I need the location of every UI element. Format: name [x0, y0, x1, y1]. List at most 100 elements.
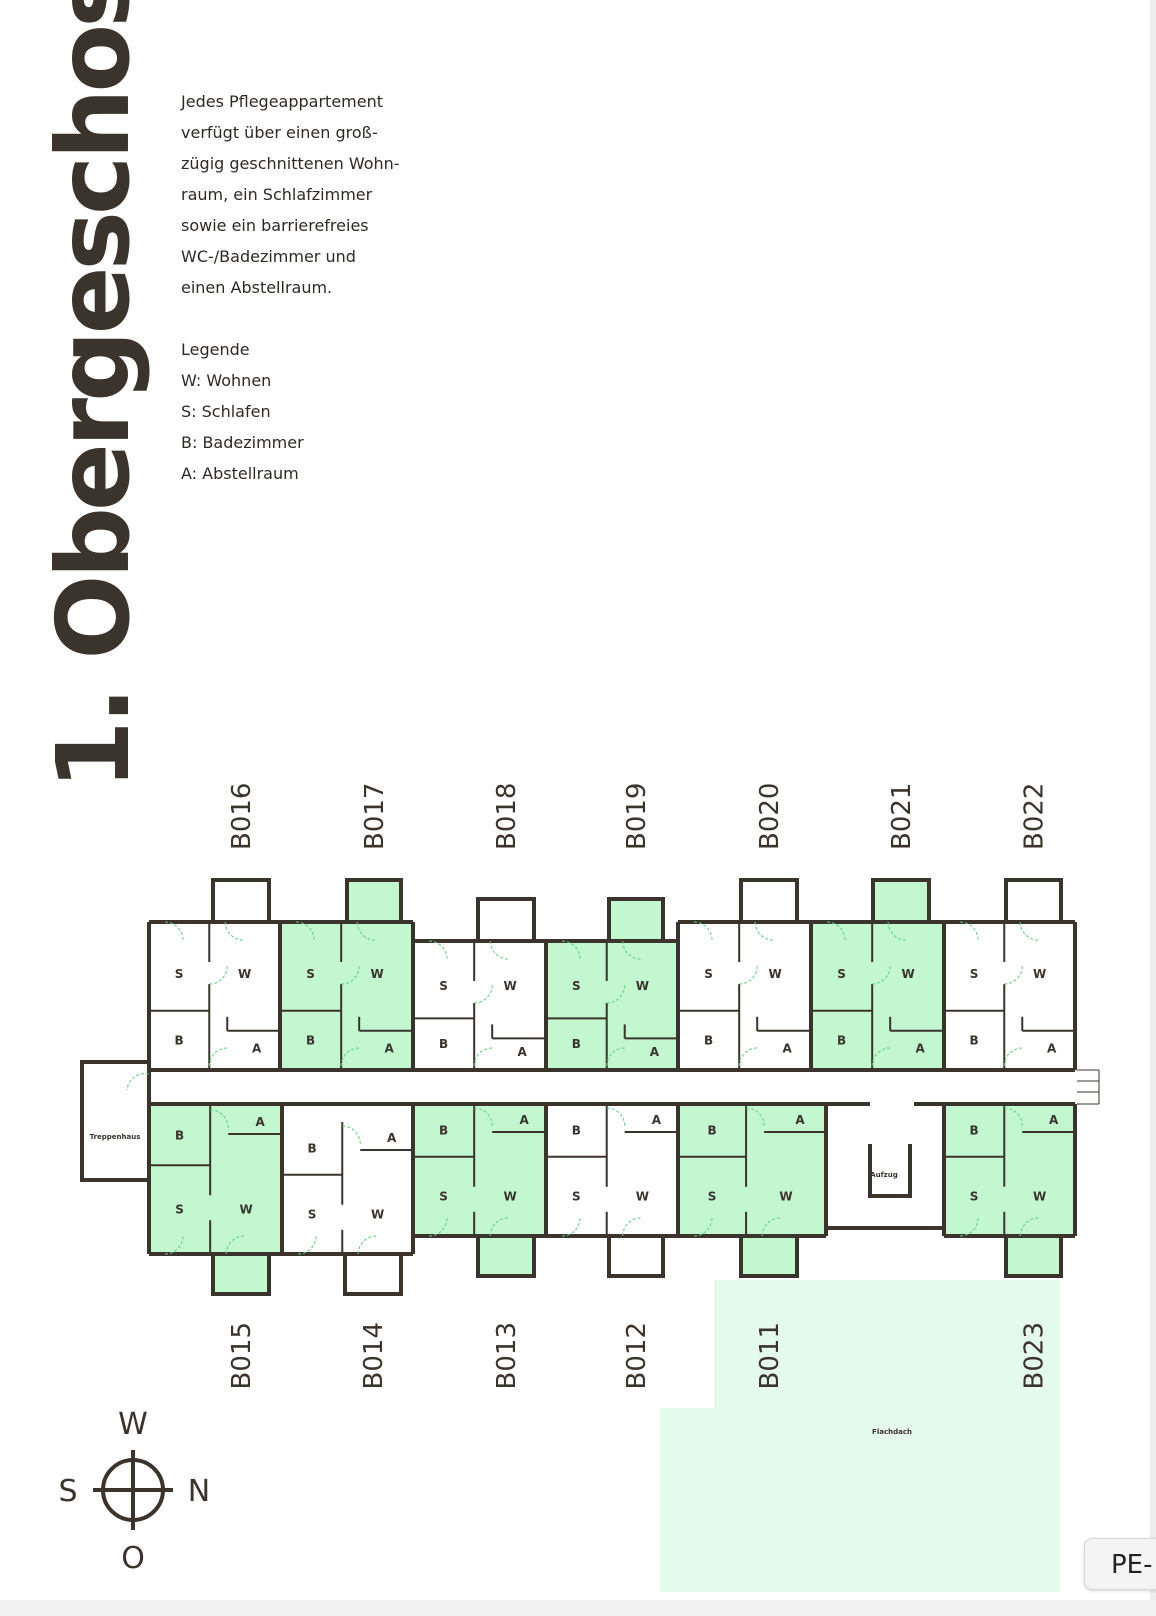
- unit-label-bottom: B014: [359, 1322, 389, 1389]
- balcony-wall: [476, 1234, 536, 1278]
- balcony-wall: [739, 878, 799, 924]
- room-label-abstell: A: [255, 1115, 265, 1129]
- unit-label-bottom: B015: [227, 1322, 257, 1389]
- door-swing: [887, 921, 907, 941]
- door-swing: [428, 940, 448, 960]
- balcony-wall: [211, 878, 271, 924]
- room-label-schlafen: S: [439, 979, 448, 993]
- balcony-wall: [476, 897, 536, 943]
- elevator-label: Aufzug: [870, 1171, 898, 1179]
- description-line: einen Abstellraum.: [181, 278, 333, 297]
- room-label-wohnen: W: [636, 979, 649, 993]
- room-label-bad: B: [970, 1033, 979, 1047]
- room-label-abstell: A: [782, 1041, 792, 1055]
- door-swing: [561, 940, 581, 960]
- balcony-wall: [345, 878, 403, 924]
- unit-label-top: B018: [492, 783, 522, 850]
- unit-label-top: B019: [622, 783, 652, 850]
- room-label-wohnen: W: [779, 1189, 792, 1203]
- compass-south: S: [58, 1474, 77, 1509]
- door-swing: [738, 1047, 758, 1067]
- door-swing: [489, 1217, 509, 1237]
- legend: Legende W: Wohnen S: Schlafen B: Badezim…: [181, 334, 304, 489]
- door-swing: [357, 1235, 377, 1255]
- description-line: Jedes Pflegeappartement: [181, 92, 384, 111]
- balcony-wall: [1004, 1234, 1063, 1278]
- door-swing: [428, 1217, 448, 1237]
- door-swing: [622, 940, 641, 960]
- door-swing: [1019, 921, 1039, 941]
- door-swing: [474, 984, 493, 1004]
- room-label-schlafen: S: [175, 1203, 184, 1217]
- pe-badge[interactable]: PE-: [1084, 1538, 1156, 1590]
- unit-label-top: B021: [887, 783, 917, 850]
- room-label-abstell: A: [650, 1045, 660, 1059]
- door-swing: [295, 921, 315, 941]
- door-swing: [164, 921, 184, 941]
- door-swing: [872, 965, 891, 985]
- room-label-schlafen: S: [175, 967, 184, 981]
- door-swing: [959, 1217, 979, 1237]
- door-swing: [1003, 1047, 1023, 1067]
- unit-fill: [149, 1106, 282, 1254]
- room-label-wohnen: W: [371, 1207, 384, 1221]
- balcony-wall: [1004, 878, 1063, 924]
- room-label-wohnen: W: [901, 967, 914, 981]
- unit-label-top: B022: [1020, 783, 1050, 850]
- unit-fills: [149, 880, 1075, 1294]
- door-swing: [225, 1235, 245, 1255]
- door-swing: [1004, 1107, 1023, 1127]
- compass-east: O: [121, 1541, 145, 1576]
- room-label-bad: B: [970, 1123, 979, 1137]
- roof-label: Flachdach: [872, 1428, 912, 1436]
- balcony-wall: [739, 1234, 799, 1278]
- door-swing: [1019, 1217, 1039, 1237]
- bottom-bar: [0, 1600, 1156, 1616]
- room-label-bad: B: [707, 1123, 716, 1137]
- unit-label-top: B017: [360, 783, 390, 850]
- door-swing: [474, 1107, 493, 1127]
- description-line: verfügt über einen groß-: [181, 123, 378, 142]
- room-label-schlafen: S: [708, 1189, 717, 1203]
- room-label-schlafen: S: [306, 967, 315, 981]
- room-label-wohnen: W: [503, 979, 516, 993]
- unit-label-bottom: B011: [755, 1322, 785, 1389]
- door-swing: [473, 1047, 493, 1067]
- door-swing: [208, 1047, 228, 1067]
- room-label-abstell: A: [1047, 1041, 1057, 1055]
- door-swing: [164, 1235, 184, 1255]
- door-swing: [693, 1217, 713, 1237]
- stairwell-wall: [80, 1060, 151, 1182]
- room-label-bad: B: [175, 1033, 184, 1047]
- unit-fill: [678, 1104, 826, 1236]
- unit-fill: [413, 1104, 546, 1236]
- door-swing: [342, 1125, 361, 1145]
- room-label-bad: B: [572, 1123, 581, 1137]
- door-swing: [1004, 965, 1023, 985]
- elevator-shaft: [868, 1144, 912, 1198]
- balcony-fill: [347, 880, 401, 922]
- room-label-abstell: A: [795, 1113, 805, 1127]
- room-label-schlafen: S: [308, 1207, 317, 1221]
- door-swing: [341, 965, 360, 985]
- door-swing: [210, 1109, 229, 1129]
- door-swing: [826, 921, 846, 941]
- door-swing: [871, 1047, 891, 1067]
- description-line: sowie ein barrierefreies: [181, 216, 369, 235]
- balcony-wall: [607, 897, 665, 943]
- door-swing: [340, 1047, 360, 1067]
- door-swing: [606, 1107, 626, 1127]
- description-line: raum, ein Schlafzimmer: [181, 185, 373, 204]
- legend-item: W: Wohnen: [181, 371, 272, 390]
- room-label-abstell: A: [517, 1045, 527, 1059]
- room-label-schlafen: S: [970, 967, 979, 981]
- room-label-wohnen: W: [636, 1189, 649, 1203]
- room-label-bad: B: [837, 1033, 846, 1047]
- balcony-fill: [609, 899, 663, 941]
- room-label-abstell: A: [384, 1041, 394, 1055]
- room-label-abstell: A: [652, 1113, 662, 1127]
- unit-fill: [944, 1104, 1075, 1236]
